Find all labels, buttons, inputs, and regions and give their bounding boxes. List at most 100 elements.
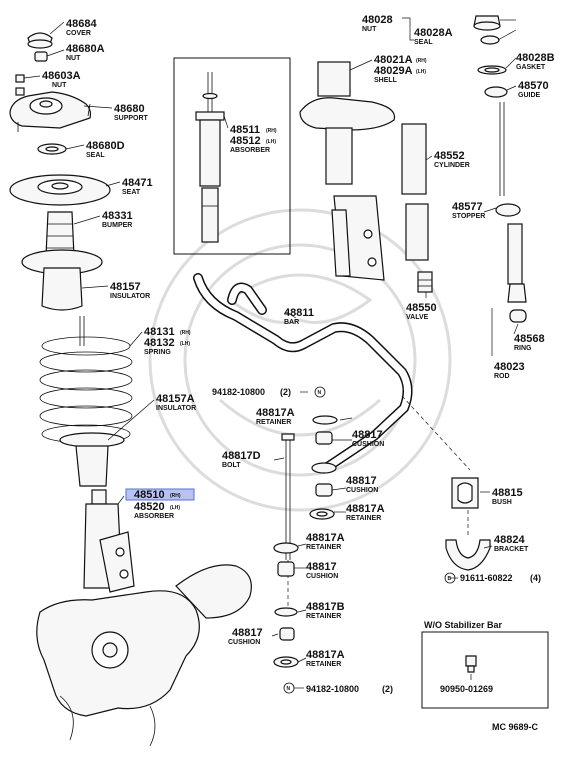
label-48471-number: 48471 [122, 177, 153, 189]
label-48331-number: 48331 [102, 210, 133, 222]
ref-nut-top-marker-circle [314, 386, 326, 398]
label-48029A-desc: SHELL [374, 77, 398, 84]
label-48684-number: 48684 [66, 18, 97, 30]
label-48028A-number: 48028A [414, 27, 453, 39]
cylinder-48552 [401, 123, 427, 195]
label-48815-desc: BUSH [492, 499, 512, 506]
label-48157-number: 48157 [110, 281, 141, 293]
label-48680-desc: SUPPORT [114, 115, 149, 122]
label-48132-suffix: (LH) [180, 341, 190, 347]
label-48131-number: 48131 [144, 326, 175, 338]
label-48552-desc: CYLINDER [434, 162, 470, 169]
label-48511-suffix: (RH) [266, 128, 277, 134]
label-48817-4-desc: CUSHION [228, 639, 260, 646]
label-48817A-1-number: 48817A [256, 407, 295, 419]
label-48023-number: 48023 [494, 361, 525, 373]
diagram-code: MC 9689-C [492, 722, 539, 732]
inset-box [421, 631, 549, 709]
label-48817A-2-number: 48817A [346, 503, 385, 515]
label-48021A-number: 48021A [374, 54, 413, 66]
label-48817-1-desc: CUSHION [352, 441, 384, 448]
watermark [148, 208, 452, 512]
leader-lines [23, 19, 519, 680]
label-48603A-desc: NUT [52, 82, 67, 89]
ref-nut-top-qty: (2) [280, 387, 291, 397]
label-48811-number: 48811 [284, 307, 314, 319]
label-48815-number: 48815 [492, 487, 523, 499]
label-48132-desc: SPRING [144, 349, 171, 356]
label-48512-suffix: (LH) [266, 139, 276, 145]
ref-nut-bottom-marker: N [287, 686, 291, 692]
ref-nut-bottom-qty: (2) [382, 684, 393, 694]
ref-bolt-marker: B [448, 576, 452, 582]
label-48817A-2-desc: RETAINER [346, 515, 381, 522]
label-48811-desc: BAR [284, 319, 299, 326]
absorber-insert-group [173, 57, 291, 255]
label-48817B-number: 48817B [306, 601, 345, 613]
label-48157-desc: INSULATOR [110, 293, 150, 300]
label-48817A-4-number: 48817A [306, 649, 345, 661]
label-48817A-1-desc: RETAINER [256, 419, 291, 426]
label-48817A-3-number: 48817A [306, 532, 345, 544]
label-48029A-suffix: (LH) [416, 69, 426, 75]
stabilizer-bar [193, 273, 471, 473]
label-48131-suffix: (RH) [180, 330, 191, 336]
inset-title: W/O Stabilizer Bar [424, 620, 503, 630]
ref-bolt-marker-circle [444, 572, 456, 584]
valve-48550 [417, 271, 433, 293]
label-48817-2-desc: CUSHION [346, 487, 378, 494]
label-48817-3-number: 48817 [306, 561, 337, 573]
label-48028B-number: 48028B [516, 52, 555, 64]
label-48817-2-number: 48817 [346, 475, 377, 487]
label-48817-3-desc: CUSHION [306, 573, 338, 580]
label-48603A-number: 48603A [42, 70, 81, 82]
label-48824-number: 48824 [494, 534, 525, 546]
label-48028A-desc: SEAL [414, 39, 433, 46]
label-48550-number: 48550 [406, 302, 437, 314]
label-48157A-desc: INSULATOR [156, 405, 196, 412]
ref-bolt-number: 91611-60822 [460, 573, 513, 583]
label-48680A-desc: NUT [66, 55, 81, 62]
left-strut-assembly [9, 32, 252, 747]
label-48512-number: 48512 [230, 135, 261, 147]
label-48680D-number: 48680D [86, 140, 125, 152]
label-48132-number: 48132 [144, 337, 175, 349]
label-48331-desc: BUMPER [102, 222, 132, 229]
ref-nut-top-number: 94182-10800 [212, 387, 265, 397]
label-48817D-desc: BOLT [222, 462, 241, 469]
label-48568-desc: RING [514, 345, 532, 352]
label-48570-number: 48570 [518, 80, 549, 92]
shell-assembly [299, 61, 396, 281]
label-48684-desc: COVER [66, 30, 91, 37]
label-48520-desc: ABSORBER [134, 513, 174, 520]
label-48680D-desc: SEAL [86, 152, 105, 159]
label-48511-number: 48511 [230, 124, 260, 136]
label-48029A-number: 48029A [374, 65, 413, 77]
label-48157A-number: 48157A [156, 393, 195, 405]
label-48550-desc: VALVE [406, 314, 429, 321]
ref-nut-bottom-number: 94182-10800 [306, 684, 359, 694]
label-48680A-number: 48680A [66, 43, 105, 55]
label-48570-desc: GUIDE [518, 92, 541, 99]
label-48021A-suffix: (RH) [416, 58, 427, 64]
label-48512-desc: ABSORBER [230, 147, 270, 154]
label-48577-number: 48577 [452, 201, 483, 213]
label-48824-desc: BRACKET [494, 546, 529, 553]
cylinder-lower [405, 203, 429, 261]
label-48520-suffix: (LH) [170, 505, 180, 511]
label-48817A-3-desc: RETAINER [306, 544, 341, 551]
ref-nut-top-marker: N [318, 390, 322, 396]
label-48817-4-number: 48817 [232, 627, 263, 639]
label-48023-desc: ROD [494, 373, 510, 380]
label-48552-number: 48552 [434, 150, 465, 162]
rod-column [473, 15, 527, 323]
stabilizer-link [273, 415, 338, 668]
highlight-48510 [125, 488, 195, 501]
label-48680-number: 48680 [114, 103, 145, 115]
label-48028-desc: NUT [362, 26, 377, 33]
bush-and-bracket [445, 477, 491, 571]
inset-part-number: 90950-01269 [440, 684, 493, 694]
label-48471-desc: SEAT [122, 189, 141, 196]
label-48817A-4-desc: RETAINER [306, 661, 341, 668]
label-48028-number: 48028 [362, 14, 393, 26]
